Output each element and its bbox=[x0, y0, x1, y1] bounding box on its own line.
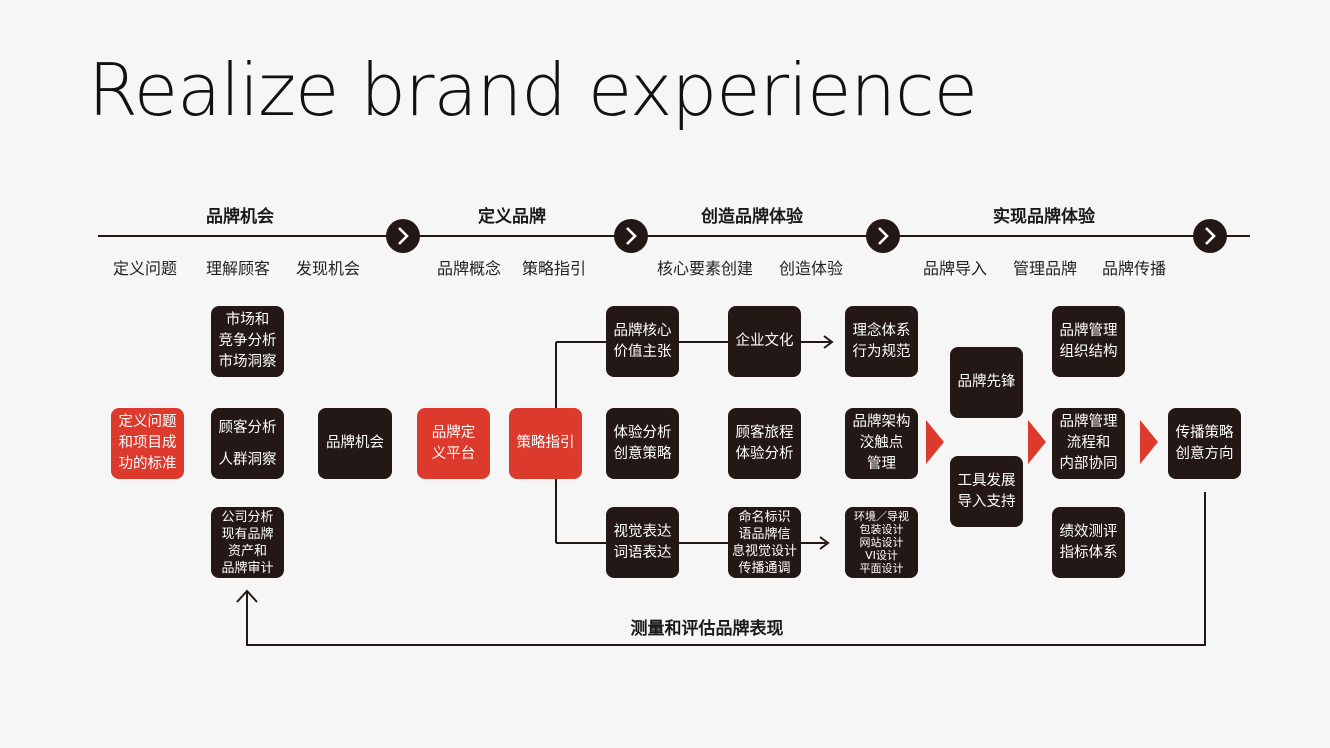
box-brand-mgmt-process: 品牌管理 流程和 内部协同 bbox=[1052, 408, 1125, 479]
box-brand-platform: 品牌定 义平台 bbox=[417, 408, 490, 479]
phase-create-experience: 创造品牌体验 bbox=[701, 207, 803, 227]
box-market-analysis: 市场和 竞争分析 市场洞察 bbox=[211, 306, 284, 377]
box-brand-core: 品牌核心 价值主张 bbox=[606, 306, 679, 377]
phase-realize-experience: 实现品牌体验 bbox=[993, 207, 1095, 227]
chevron-right-icon bbox=[386, 219, 420, 253]
step-label: 创造体验 bbox=[778, 259, 844, 278]
step-label: 品牌概念 bbox=[436, 259, 502, 278]
chevron-right-icon bbox=[1140, 420, 1158, 464]
box-philosophy: 理念体系 行为规范 bbox=[845, 306, 918, 377]
box-brand-pioneer: 品牌先锋 bbox=[950, 347, 1023, 418]
step-label: 发现机会 bbox=[295, 259, 361, 278]
box-naming: 命名标识 语品牌信 息视觉设计 传播通调 bbox=[728, 507, 801, 578]
box-communication: 传播策略 创意方向 bbox=[1168, 408, 1241, 479]
chevron-right-icon bbox=[866, 219, 900, 253]
chevron-right-icon bbox=[926, 420, 944, 464]
chevron-right-icon bbox=[614, 219, 648, 253]
box-environment: 环境／导视 包装设计 网站设计 VI设计 平面设计 bbox=[845, 507, 918, 578]
chevron-right-icon bbox=[1193, 219, 1227, 253]
phase-define-brand: 定义品牌 bbox=[478, 207, 546, 227]
box-tool-development: 工具发展 导入支持 bbox=[950, 456, 1023, 527]
phase-brand-opportunity: 品牌机会 bbox=[206, 207, 274, 227]
box-define-problem: 定义问题 和项目成 功的标准 bbox=[111, 408, 184, 479]
chevron-right-icon bbox=[1028, 420, 1046, 464]
box-brand-opportunity: 品牌机会 bbox=[318, 408, 392, 479]
step-label: 品牌传播 bbox=[1101, 259, 1167, 278]
box-customer-journey: 顾客旅程 体验分析 bbox=[728, 408, 801, 479]
box-visual-expression: 视觉表达 词语表达 bbox=[606, 507, 679, 578]
step-label: 策略指引 bbox=[521, 259, 587, 278]
box-brand-architecture: 品牌架构 洨触点 管理 bbox=[845, 408, 918, 479]
box-corporate-culture: 企业文化 bbox=[728, 306, 801, 377]
box-brand-mgmt-org: 品牌管理 组织结构 bbox=[1052, 306, 1125, 377]
feedback-label: 测量和评估品牌表现 bbox=[630, 619, 784, 639]
step-label: 核心要素创建 bbox=[656, 259, 754, 278]
box-strategy-guide: 策略指引 bbox=[509, 408, 582, 479]
box-customer-analysis: 顾客分析 人群洞察 bbox=[211, 408, 284, 479]
step-label: 理解顾客 bbox=[205, 259, 271, 278]
step-label: 管理品牌 bbox=[1012, 259, 1078, 278]
page-title: Realize brand experience bbox=[88, 48, 978, 132]
box-performance: 绩效测评 指标体系 bbox=[1052, 507, 1125, 578]
step-label: 定义问题 bbox=[112, 259, 178, 278]
box-experience-analysis: 体验分析 创意策略 bbox=[606, 408, 679, 479]
step-label: 品牌导入 bbox=[922, 259, 988, 278]
box-company-analysis: 公司分析 现有品牌 资产和 品牌审计 bbox=[211, 507, 284, 578]
